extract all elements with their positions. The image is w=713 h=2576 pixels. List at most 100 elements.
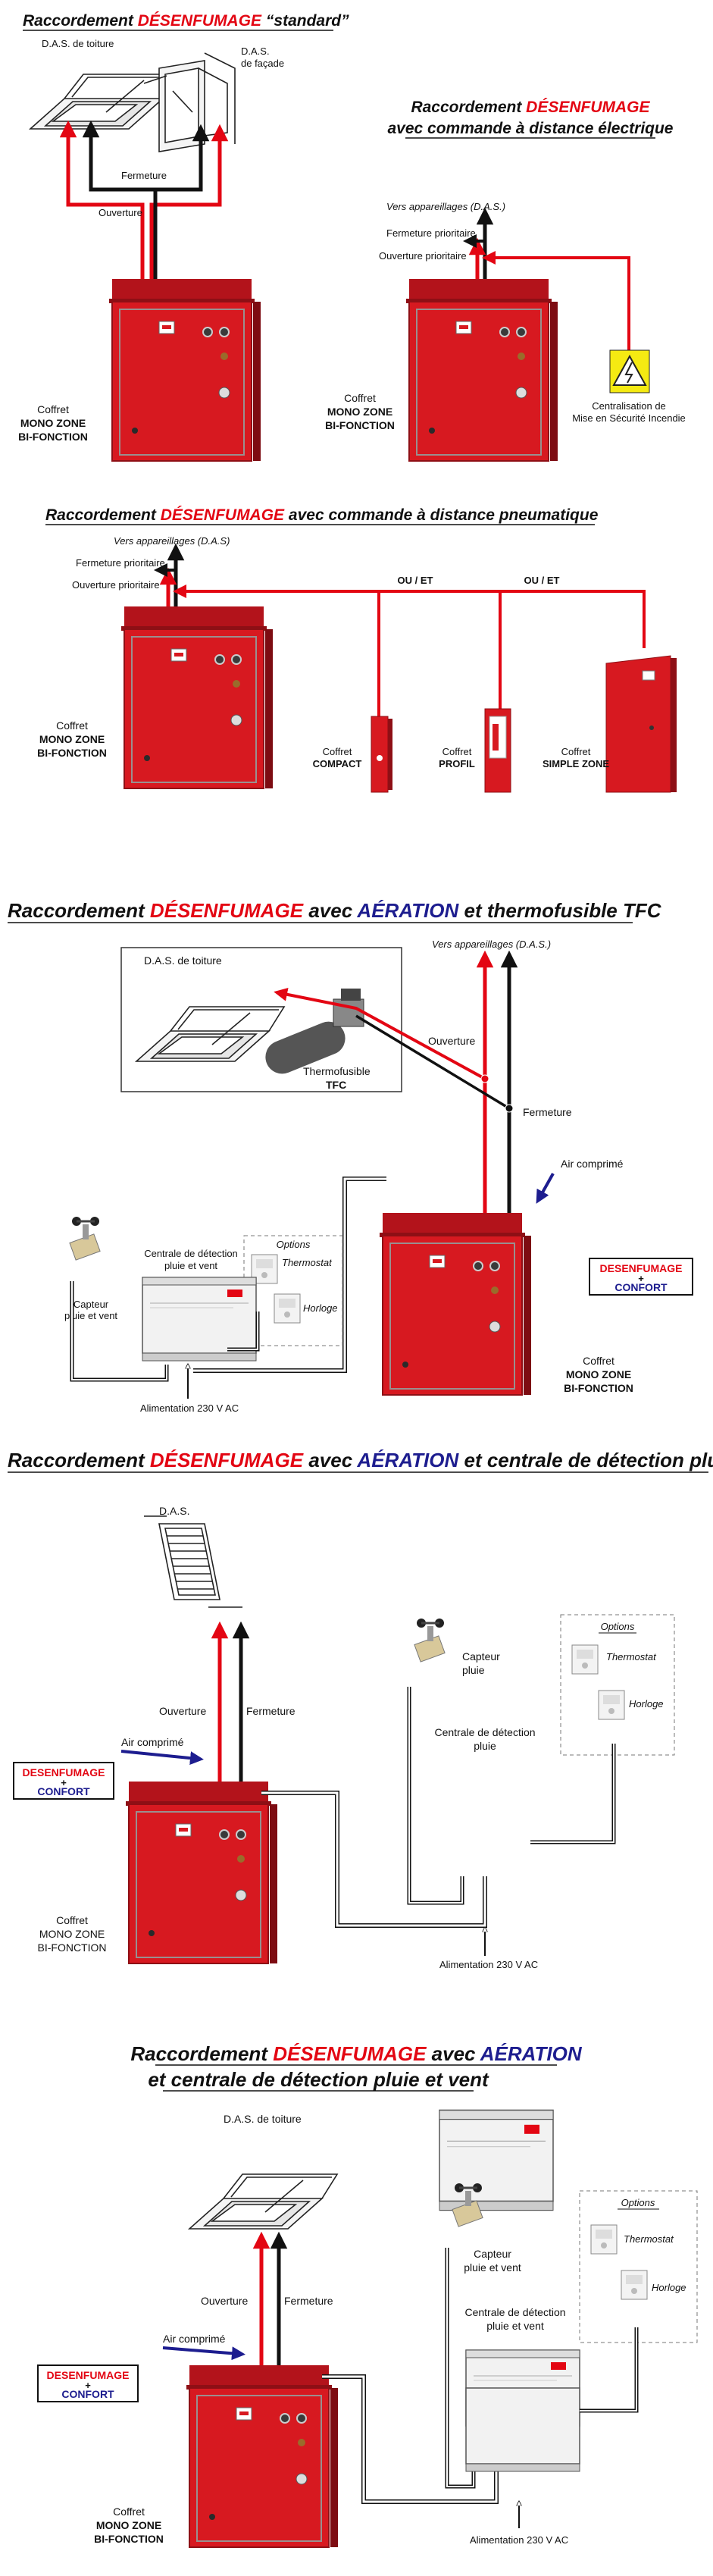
sec5-badge-b: CONFORT [37, 1785, 90, 1797]
sec4-fermeture: Fermeture [523, 1106, 572, 1118]
sec5-badge-desenfumage-confort: DESENFUMAGE + CONFORT [13, 1762, 114, 1800]
sec2-coffret-2: MONO ZONE [327, 406, 392, 418]
ou-et-label-2: OU / ET [524, 575, 560, 586]
sec2-cabinet [405, 278, 558, 462]
coffret-profil-illustration [484, 708, 511, 793]
simple-label-2: SIMPLE ZONE [543, 758, 609, 769]
sec4-capteur-2: pluie et vent [64, 1310, 117, 1321]
sec4-badge-plus: + [638, 1273, 644, 1284]
sec5-centrale-1: Centrale de détection [434, 1726, 535, 1738]
das-facade-label-1: D.A.S. [241, 45, 270, 57]
sec6-title: Raccordement DÉSENFUMAGE avec AÉRATION [130, 2042, 582, 2065]
ouverture-label: Ouverture [99, 207, 142, 218]
sec5-ouverture: Ouverture [159, 1705, 206, 1717]
sec5-coffret-2: MONO ZONE [39, 1928, 105, 1940]
sec6-alim: Alimentation 230 V AC [470, 2534, 568, 2546]
sec4-centrale-2: pluie et vent [164, 1260, 217, 1271]
sec4-sensor-device [68, 1215, 102, 1261]
sec6-horloge: Horloge [652, 2282, 686, 2293]
sec2-title-line2: avec commande à distance électrique [387, 120, 673, 137]
sec2-central-2: Mise en Sécurité Incendie [572, 412, 686, 424]
sec6-options: Options [621, 2197, 655, 2208]
sec2-vers-label: Vers appareillages (D.A.S.) [386, 201, 505, 212]
sec2-signal-line [482, 251, 630, 353]
sec5-badge-plus: + [61, 1777, 67, 1788]
sec2-title: Raccordement DÉSENFUMAGE [411, 99, 650, 116]
sec4-options: Options [277, 1239, 311, 1250]
sec4-air: Air comprimé [561, 1158, 624, 1170]
sec6-coffret-3: BI-FONCTION [94, 2533, 164, 2545]
sec5-das: D.A.S. [159, 1505, 189, 1517]
tfc-inset-frame [120, 947, 402, 1092]
section-aeration-tfc: Raccordement DÉSENFUMAGE avec AÉRATION e… [8, 899, 693, 1414]
fermeture-label: Fermeture [121, 170, 167, 181]
sec5-badge-a: DESENFUMAGE [23, 1766, 105, 1778]
sec6-central-unit-extra [465, 2387, 580, 2472]
coffret-simple-zone-illustration [605, 655, 677, 793]
sec5-cabinet [125, 1781, 278, 1964]
sec5-central-unit [439, 2109, 554, 2211]
sec5-coffret-1: Coffret [56, 1914, 88, 1926]
section-commande-pneumatique: Raccordement DÉSENFUMAGE avec commande à… [37, 506, 677, 793]
sec2-fermeture-prio: Fermeture prioritaire [386, 227, 476, 239]
sec3-pneumatic-line [173, 584, 646, 648]
sec5-capteur-2: pluie [462, 1664, 485, 1676]
section-aeration-pluie-vent: Raccordement DÉSENFUMAGE avec AÉRATION e… [37, 2042, 698, 2548]
tfc-label: TFC [326, 1079, 346, 1091]
profil-label-1: Coffret [442, 746, 472, 757]
sec1-title: Raccordement DÉSENFUMAGE “standard” [23, 12, 349, 30]
sec5-horloge-device [598, 1690, 625, 1720]
sec2-ouverture-prio: Ouverture prioritaire [379, 250, 467, 262]
sec4-cabinet [379, 1212, 532, 1396]
sec3-title: Raccordement DÉSENFUMAGE avec commande à… [45, 506, 599, 524]
sec6-coffret-1: Coffret [113, 2505, 145, 2518]
ou-et-label-1: OU / ET [398, 575, 433, 586]
sec6-das-toiture: D.A.S. de toiture [224, 2113, 302, 2125]
sec6-title-line2: et centrale de détection pluie et vent [148, 2068, 489, 2091]
compact-label-1: Coffret [323, 746, 352, 757]
section-aeration-pluie: Raccordement DÉSENFUMAGE avec AÉRATION e… [8, 1449, 713, 2211]
sec6-badge-desenfumage-confort: DESENFUMAGE + CONFORT [37, 2364, 139, 2402]
sec5-air: Air comprimé [121, 1736, 184, 1748]
sec4-ouverture: Ouverture [428, 1035, 475, 1047]
fermeture-line [82, 120, 155, 192]
sec6-horloge-device [621, 2270, 648, 2300]
sec4-badge-b: CONFORT [614, 1281, 668, 1293]
sec5-sensor-device [413, 1617, 446, 1663]
roof-das-illustration [30, 74, 179, 130]
sec5-capteur-1: Capteur [462, 1650, 500, 1662]
sec2-coffret-1: Coffret [344, 392, 376, 404]
sec6-capteur-1: Capteur [474, 2248, 511, 2260]
sec4-coffret-2: MONO ZONE [566, 1368, 631, 1380]
sec4-alim: Alimentation 230 V AC [140, 1402, 239, 1414]
coffret-label-1: Coffret [37, 403, 69, 415]
section-commande-electrique: Raccordement DÉSENFUMAGE avec commande à… [325, 99, 686, 462]
compact-label-2: COMPACT [313, 758, 362, 769]
sec6-badge-b: CONFORT [61, 2388, 114, 2400]
sec6-roof-das [189, 2173, 338, 2230]
sec4-centrale-1: Centrale de détection [144, 1248, 238, 1259]
sec3-fermeture-prio: Fermeture prioritaire [76, 557, 165, 569]
sec4-badge-a: DESENFUMAGE [600, 1262, 683, 1274]
sec5-options: Options [601, 1621, 635, 1632]
ouverture-line [59, 120, 145, 280]
sec4-thermostat: Thermostat [282, 1257, 333, 1268]
coffret-label-3: BI-FONCTION [18, 431, 88, 443]
sec6-centrale-1: Centrale de détection [464, 2306, 565, 2318]
cabinet-mono-zone [108, 278, 261, 462]
sec6-cabinet [186, 2364, 339, 2548]
sec4-das-toiture: D.A.S. de toiture [144, 954, 222, 967]
sec2-central-1: Centralisation de [592, 400, 666, 412]
sec4-horloge: Horloge [303, 1302, 338, 1314]
sec6-fermeture: Fermeture [284, 2295, 333, 2307]
sec3-vers-label: Vers appareillages (D.A.S) [114, 535, 230, 547]
thermofusible-label: Thermofusible [303, 1065, 371, 1077]
sec5-alim: Alimentation 230 V AC [439, 1959, 538, 1970]
sec3-coffret-2: MONO ZONE [39, 733, 105, 745]
sec6-ouverture: Ouverture [201, 2295, 248, 2307]
das-facade-label-2: de façade [241, 58, 284, 69]
sec3-ouverture-prio: Ouverture prioritaire [72, 579, 160, 591]
sec4-coffret-1: Coffret [583, 1355, 614, 1367]
sec6-coffret-2: MONO ZONE [96, 2519, 161, 2531]
